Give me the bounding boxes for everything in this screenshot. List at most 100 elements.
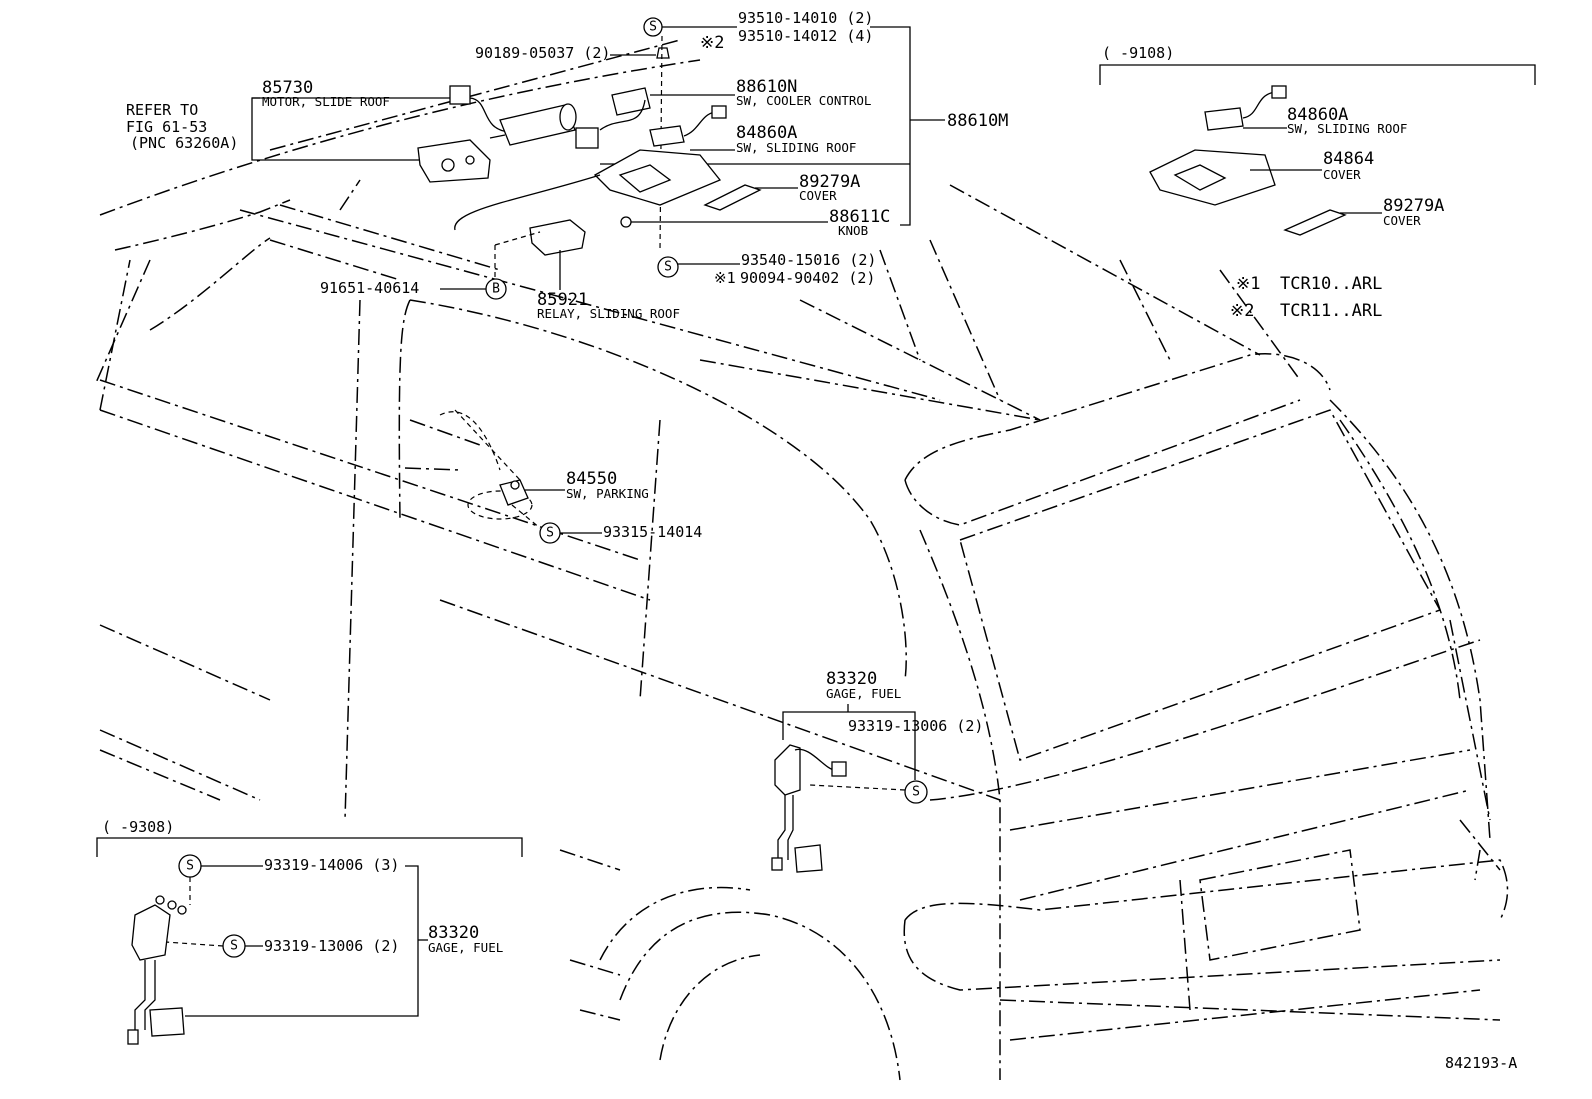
relay-icon bbox=[529, 219, 586, 256]
legend-mark-2: ※2 bbox=[1230, 301, 1254, 321]
clip-90189[interactable]: 90189-05037 (2) bbox=[475, 44, 670, 62]
diagram-id: 842193-A bbox=[1445, 1054, 1517, 1072]
legend-model-2: TCR11..ARL bbox=[1280, 301, 1382, 321]
bolt-number: 91651-40614 bbox=[320, 279, 419, 297]
legend-mark-1: ※1 bbox=[1236, 274, 1260, 294]
inset-gage-number: 83320 bbox=[428, 923, 479, 943]
motor-part-number: 85730 bbox=[262, 78, 313, 98]
svg-text:S: S bbox=[186, 859, 194, 874]
sw-parking[interactable]: 84550 SW, PARKING bbox=[439, 409, 649, 529]
inset-cover-84864[interactable]: 84864 COVER bbox=[1149, 149, 1374, 206]
inset-cover-89279a[interactable]: 89279A COVER bbox=[1283, 196, 1444, 236]
inset-fuel-gage-icon bbox=[131, 904, 171, 961]
sliding-roof-sw-name: SW, SLIDING ROOF bbox=[736, 140, 856, 155]
knob-88611c[interactable]: 88611C KNOB bbox=[620, 207, 890, 238]
cover-89279a[interactable]: 89279A COVER bbox=[593, 149, 910, 211]
fuel-gage-icon bbox=[774, 744, 801, 796]
inset-fuel-float-icon bbox=[149, 1007, 185, 1037]
cooler-control-name: SW, COOLER CONTROL bbox=[736, 93, 871, 108]
screw-93510[interactable]: S 93510-14010 (2) ※2 93510-14012 (4) bbox=[643, 9, 873, 251]
motor-body-icon bbox=[499, 104, 576, 146]
knob-number: 88611C bbox=[829, 207, 890, 227]
cooler-connector-icon bbox=[575, 127, 599, 149]
svg-text:S: S bbox=[230, 939, 238, 954]
relay-number: 85921 bbox=[537, 290, 588, 310]
screw-93510-14010-number: 93510-14010 (2) bbox=[738, 9, 873, 27]
cover-number: 89279A bbox=[799, 172, 860, 192]
svg-text:S: S bbox=[649, 20, 657, 35]
inset-cover-84864-number: 84864 bbox=[1323, 149, 1374, 169]
inset-screw-93319-14006[interactable]: S 93319-14006 (3) bbox=[178, 854, 399, 905]
inset-cover-84864-name: COVER bbox=[1323, 167, 1361, 182]
inset-cover-icon bbox=[1283, 209, 1347, 236]
parking-switch-number: 84550 bbox=[566, 469, 617, 489]
inset-screw-13006-number: 93319-13006 (2) bbox=[264, 937, 399, 955]
knob-icon bbox=[620, 216, 632, 228]
inset-gage-name: GAGE, FUEL bbox=[428, 940, 503, 955]
relay-name: RELAY, SLIDING ROOF bbox=[537, 306, 680, 321]
inset-screw-14006-number: 93319-14006 (3) bbox=[264, 856, 399, 874]
inset-cover-89279a-name: COVER bbox=[1383, 213, 1421, 228]
screw-93540[interactable]: S 93540-15016 (2) ※1 90094-90402 (2) bbox=[657, 251, 876, 287]
sliding-roof-sw-number: 84860A bbox=[736, 123, 797, 143]
legend-model-1: TCR10..ARL bbox=[1280, 274, 1382, 294]
inset-top-range: ( -9108) bbox=[1102, 44, 1174, 62]
screw-93315-number: 93315-14014 bbox=[603, 523, 702, 541]
motor-gearbox-icon bbox=[417, 139, 491, 183]
cover-name: COVER bbox=[799, 188, 837, 203]
assembly-88610m[interactable]: 88610M bbox=[870, 26, 1008, 226]
bolt-callout-b bbox=[485, 278, 507, 300]
refer-text-line3: (PNC 63260A) bbox=[130, 134, 238, 152]
inset-sw-name: SW, SLIDING ROOF bbox=[1287, 121, 1407, 136]
gage-fuel-main[interactable]: 83320 GAGE, FUEL 93319-13006 (2) S bbox=[771, 669, 983, 873]
cooler-control-number: 88610N bbox=[736, 77, 797, 97]
parking-switch-name: SW, PARKING bbox=[566, 486, 649, 501]
mark-1: ※1 bbox=[714, 269, 736, 287]
cover-icon bbox=[703, 184, 762, 211]
screw-callout-s-mid bbox=[657, 256, 679, 278]
refer-group: REFER TO FIG 61-53 (PNC 63260A) bbox=[126, 97, 460, 161]
screw-callout-s-gage bbox=[904, 780, 928, 804]
assembly-number: 88610M bbox=[947, 111, 1008, 131]
motor-connector-icon bbox=[449, 85, 471, 105]
inset-screw-93319-13006[interactable]: S 93319-13006 (2) bbox=[164, 934, 399, 958]
sw-sliding-roof[interactable]: 84860A SW, SLIDING ROOF bbox=[649, 105, 856, 155]
inset-sw-icon bbox=[1204, 107, 1244, 131]
clip-icon bbox=[656, 47, 670, 59]
bolt-91651[interactable]: 91651-40614 B bbox=[320, 278, 507, 300]
screw-93510-14012-number: 93510-14012 (4) bbox=[738, 27, 873, 45]
screw-90094-number: 90094-90402 (2) bbox=[740, 269, 875, 287]
inset-sw-sliding-roof[interactable]: 84860A SW, SLIDING ROOF bbox=[1204, 85, 1407, 136]
vehicle-outline bbox=[94, 39, 1509, 1081]
clip-90189-number: 90189-05037 (2) bbox=[475, 44, 610, 62]
model-legend: ※1 TCR10..ARL ※2 TCR11..ARL bbox=[1230, 274, 1382, 321]
inset-bottom-left: ( -9308) S 93319-14006 (3) S 93319-13006… bbox=[96, 818, 523, 1045]
sliding-roof-sw-icon bbox=[649, 125, 685, 147]
motor-part-name: MOTOR, SLIDE ROOF bbox=[262, 94, 390, 109]
mark-2-top: ※2 bbox=[700, 33, 724, 53]
refer-text-line2: FIG 61-53 bbox=[126, 118, 207, 136]
gage-fuel-name: GAGE, FUEL bbox=[826, 686, 901, 701]
fuel-float-icon bbox=[794, 844, 823, 873]
svg-text:S: S bbox=[912, 785, 920, 800]
inset-top-right: ( -9108) 84860A SW, SLIDING ROOF 84864 C… bbox=[1099, 44, 1536, 236]
screw-93540-number: 93540-15016 (2) bbox=[741, 251, 876, 269]
svg-text:S: S bbox=[546, 526, 554, 541]
svg-text:B: B bbox=[492, 282, 500, 297]
svg-text:S: S bbox=[664, 260, 672, 275]
gage-fuel-number: 83320 bbox=[826, 669, 877, 689]
inset-bottom-range: ( -9308) bbox=[102, 818, 174, 836]
screw-93315[interactable]: S 93315-14014 bbox=[539, 522, 702, 544]
gage-screw-number: 93319-13006 (2) bbox=[848, 717, 983, 735]
relay-sliding-roof[interactable]: 85921 RELAY, SLIDING ROOF bbox=[454, 174, 680, 321]
sw-cooler-control[interactable]: 88610N SW, COOLER CONTROL bbox=[575, 77, 871, 149]
inset-cover-89279a-number: 89279A bbox=[1383, 196, 1444, 216]
refer-text-line1: REFER TO bbox=[126, 101, 198, 119]
motor-slide-roof[interactable]: 85730 MOTOR, SLIDE ROOF bbox=[262, 78, 577, 183]
knob-name: KNOB bbox=[838, 223, 868, 238]
inset-gage-fuel[interactable]: 83320 GAGE, FUEL bbox=[127, 865, 503, 1045]
cooler-control-icon bbox=[611, 87, 651, 116]
inset-sw-number: 84860A bbox=[1287, 105, 1348, 125]
